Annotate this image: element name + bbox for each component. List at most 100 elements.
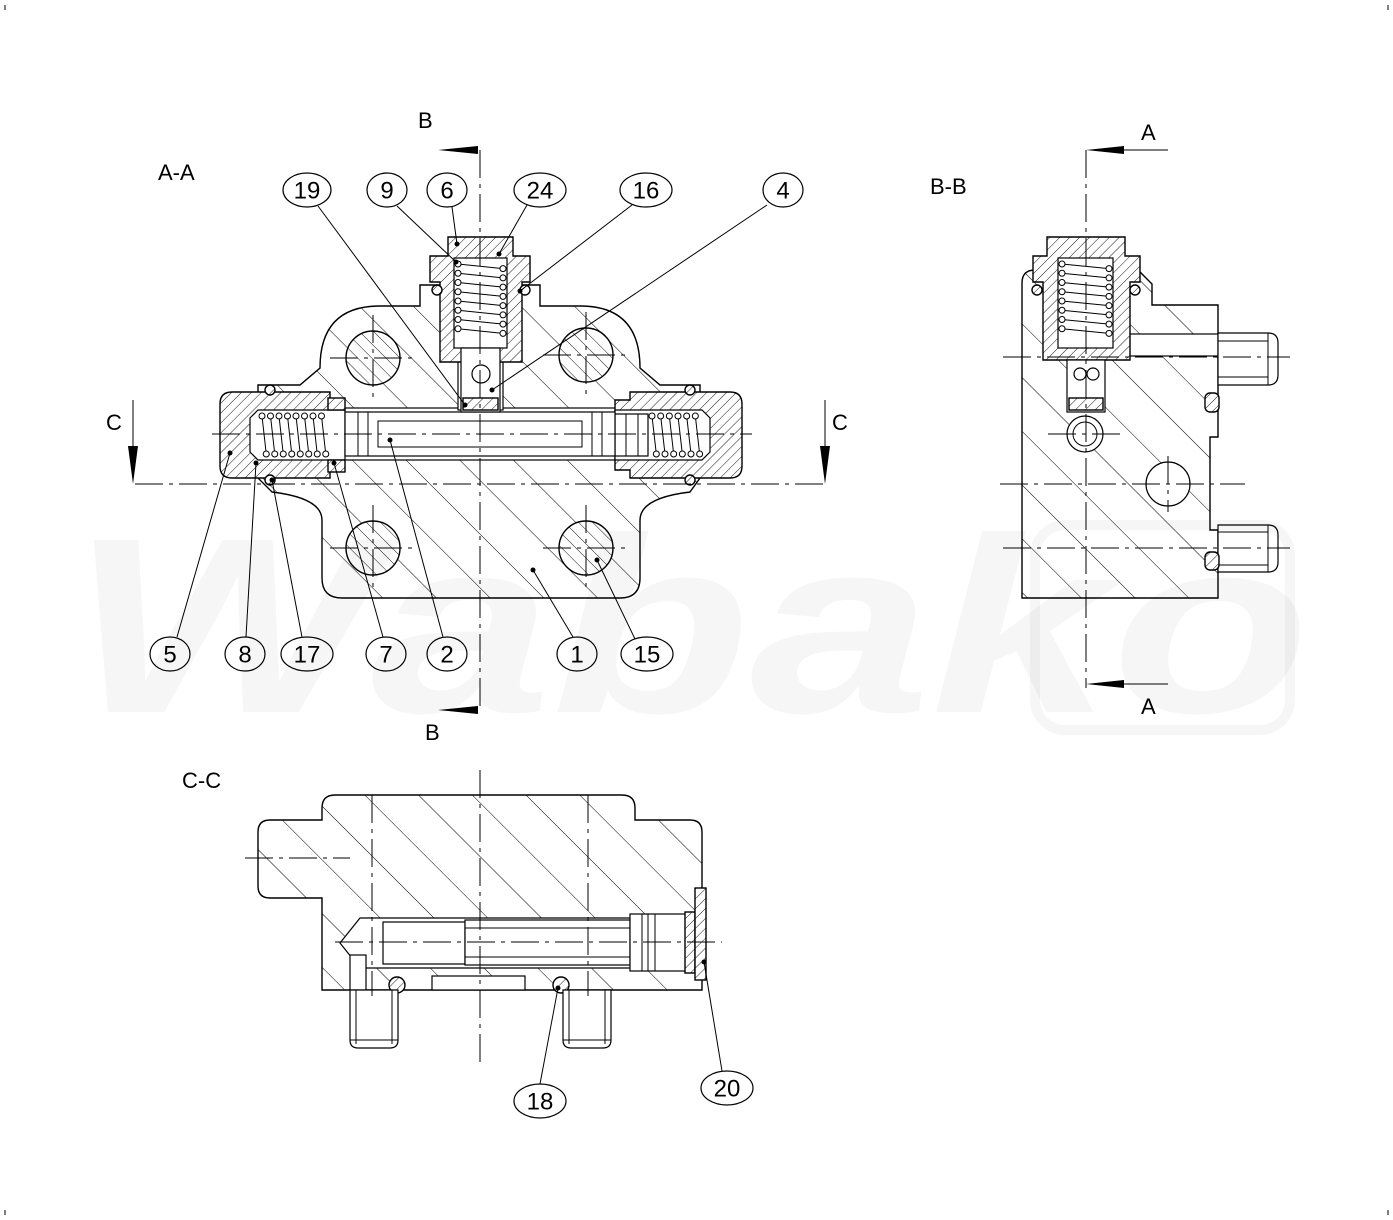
spring-coil-section (652, 450, 660, 458)
leader-6 (451, 206, 458, 245)
balloon-number: 24 (527, 178, 554, 205)
spring-coil-section (499, 283, 507, 291)
spring-coil-section (499, 292, 507, 300)
spring-coil-section (691, 412, 699, 420)
spring-coil-section (1105, 320, 1113, 328)
part-balloon: 6 (426, 172, 468, 208)
balloon-number: 2 (440, 642, 453, 669)
o-ring-part-17 (264, 384, 276, 396)
spring-coil-section (454, 297, 462, 305)
spring-coil-section (499, 274, 507, 282)
spring-coil-section (499, 302, 507, 310)
spring-coil-section (1105, 302, 1113, 310)
balloon-number: 16 (633, 178, 660, 205)
spring-coil-section (499, 311, 507, 319)
spring-coil-section (288, 450, 296, 458)
spring-coil-section (275, 412, 283, 420)
balloon-outline (426, 172, 468, 208)
leader-2-dot (387, 437, 393, 443)
spring-coil-wire (457, 319, 504, 325)
leader-20 (703, 961, 723, 1072)
spring-coil-section (258, 412, 266, 420)
spring-coil-section (670, 450, 678, 458)
spring-coil-wire (312, 415, 318, 455)
balloon-number: 18 (527, 1089, 554, 1116)
leader-15-dot (594, 557, 600, 563)
balloon-number: 17 (294, 642, 321, 669)
leader-19-dot (462, 402, 468, 408)
cutting-plane-b-label-top: B (418, 108, 433, 133)
spring-coil-wire (651, 415, 657, 455)
balloon-number: 4 (776, 178, 789, 205)
spring-coil-wire (457, 309, 504, 316)
spring-coil-section (1105, 283, 1113, 291)
valve-ball-side (1073, 367, 1087, 381)
balloon-number: 20 (714, 1076, 741, 1103)
section-c-c-label: C-C (182, 768, 221, 793)
spring-coil-section (661, 450, 669, 458)
leader-16-dot (517, 288, 523, 294)
part-balloon: 7 (365, 636, 407, 672)
balloon-outline (700, 1070, 754, 1106)
spring-coil-section (1105, 329, 1113, 337)
mounting-pin-top (1217, 332, 1279, 386)
leader-lines-a-a (176, 204, 768, 640)
spring-coil-section (454, 316, 462, 323)
balloon-outline (282, 172, 332, 208)
leader-7-dot (331, 460, 337, 466)
spring-coil-section (318, 412, 325, 420)
spring-coil-section (262, 450, 270, 458)
spring-coil-section (678, 450, 686, 458)
cutting-plane-a-arrow-bottom (1086, 680, 1124, 688)
leader-8-dot (253, 460, 259, 466)
mounting-pin-left (349, 989, 399, 1049)
o-ring (1129, 284, 1141, 296)
spring-coil-section (1058, 297, 1066, 305)
leader-5 (176, 452, 231, 638)
o-ring (684, 474, 696, 486)
leader-4 (491, 204, 768, 391)
spring-coil-section (1058, 306, 1066, 314)
balloon-outline (513, 1083, 567, 1119)
spring-coil-section (267, 412, 274, 420)
spring-coil-wire (304, 415, 310, 455)
cutting-plane-c-arrow-right (820, 446, 830, 484)
section-a-a-label: A-A (158, 160, 195, 185)
spring-coil-section (648, 412, 656, 420)
spring-coil-section (454, 288, 462, 296)
balloon-number: 9 (380, 178, 393, 205)
part-balloon: 19 (282, 172, 332, 208)
spring-coil-section (1105, 274, 1113, 282)
cutting-plane-a-arrow-top (1086, 146, 1124, 154)
part-balloon: 16 (619, 172, 673, 208)
spring-coil-section (1105, 265, 1113, 273)
leader-18-dot (555, 985, 561, 991)
spring-coil-wire (660, 415, 666, 455)
spring-coil-wire (1061, 319, 1110, 325)
cutting-plane-a-label-top: A (1141, 120, 1156, 145)
spring-coil-section (1058, 269, 1066, 277)
o-ring (684, 384, 696, 396)
leader-18 (539, 987, 559, 1085)
section-b-b-view: B-B A A (930, 120, 1290, 719)
section-b-b-label: B-B (930, 174, 967, 199)
spring-coil-wire (261, 415, 267, 455)
spring-coil-wire (694, 415, 701, 455)
spring-coil-section (683, 412, 691, 420)
part-balloon: 2 (426, 636, 468, 672)
balloon-number: 6 (440, 178, 453, 205)
spring-coil-wire (686, 415, 692, 455)
balloon-number: 1 (570, 642, 583, 669)
left-spring-part-8 (258, 412, 330, 458)
spring-coil-section (305, 450, 313, 458)
o-ring (1031, 284, 1043, 296)
balloon-outline (513, 172, 567, 208)
leader-8 (245, 462, 257, 638)
section-c-c-view: C-C 18 20 (182, 768, 754, 1119)
retaining-ring-part-7 (327, 397, 346, 411)
cutting-plane-b-arrow-top (438, 146, 478, 154)
cutting-plane-a-label-bottom: A (1141, 694, 1156, 719)
spring-coil-wire (270, 415, 276, 455)
